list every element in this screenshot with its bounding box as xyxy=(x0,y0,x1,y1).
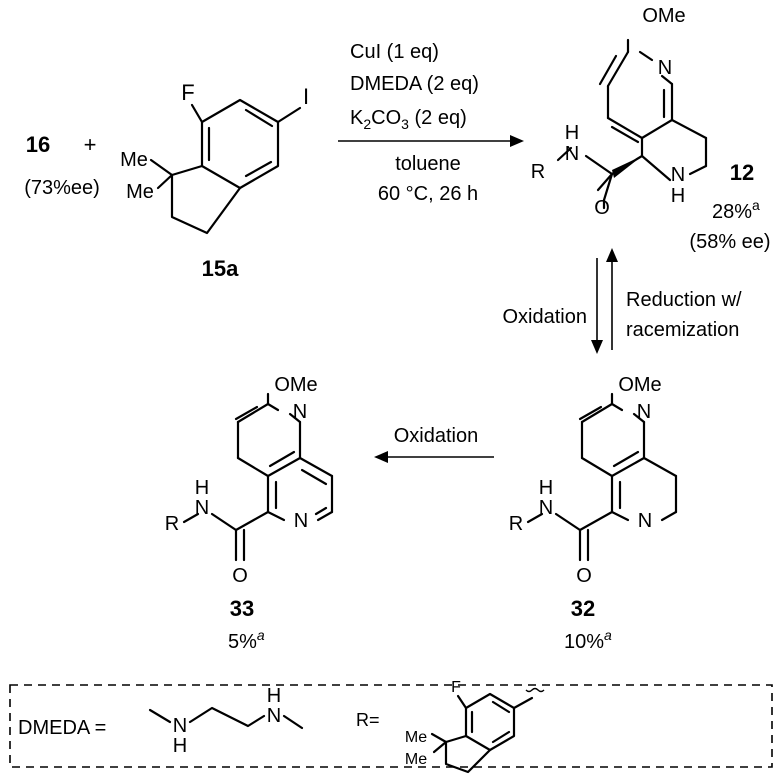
condition-cui: CuI (1 eq) xyxy=(350,41,439,63)
r-group-methyl-1: Me xyxy=(405,729,427,746)
atom-O-32: O xyxy=(576,565,592,587)
atom-H-12-ring: H xyxy=(671,185,685,207)
atom-N-33-pyridine: N xyxy=(293,401,307,423)
legend-box xyxy=(9,684,773,768)
oxidation-label-vertical: Oxidation xyxy=(503,306,588,328)
compound-32-yield: 10%a xyxy=(564,627,612,653)
compound-33-structure xyxy=(182,392,334,562)
methoxy-32: OMe xyxy=(618,374,661,396)
dmeda-atom-H-1: H xyxy=(173,735,187,757)
r-group-atom-F: F xyxy=(451,679,461,696)
dmeda-atom-H-2: H xyxy=(267,685,281,707)
compound-12-yield: 28%a xyxy=(712,197,760,223)
atom-H-33-amide: H xyxy=(195,477,209,499)
dmeda-atom-N-2: N xyxy=(267,705,281,727)
condition-base: K2CO3 (2 eq) xyxy=(350,107,467,132)
atom-N-32-pyridine: N xyxy=(637,401,651,423)
dmeda-structure xyxy=(148,706,304,730)
oxidation-arrowhead-left xyxy=(374,451,388,463)
reduction-arrowhead-up xyxy=(606,248,618,262)
atom-N-33-amide: N xyxy=(195,497,209,519)
compound-32-structure xyxy=(526,392,678,562)
atom-I-15a: I xyxy=(303,84,309,109)
atom-O-12: O xyxy=(594,197,610,219)
atom-H-12-amide: H xyxy=(565,122,579,144)
condition-temp-time: 60 °C, 26 h xyxy=(378,183,478,205)
methyl-15a-2: Me xyxy=(126,181,154,203)
compound-33-label: 33 xyxy=(230,596,254,621)
compound-32-label: 32 xyxy=(571,596,595,621)
compound-12-label: 12 xyxy=(730,160,754,185)
methoxy-33: OMe xyxy=(274,374,317,396)
plus-sign: + xyxy=(84,132,97,157)
reduction-label-line1: Reduction w/ xyxy=(626,289,742,311)
legend-r-label: R= xyxy=(356,710,380,730)
compound-12-ee: (58% ee) xyxy=(689,231,770,253)
methyl-15a-1: Me xyxy=(120,149,148,171)
atom-N-33-ring: N xyxy=(294,510,308,532)
reaction-arrowhead-forward xyxy=(510,135,524,147)
dmeda-atom-N-1: N xyxy=(173,715,187,737)
atom-R-32: R xyxy=(509,513,523,535)
methoxy-12: OMe xyxy=(642,5,685,27)
atom-N-32-ring: N xyxy=(638,510,652,532)
compound-15a-structure xyxy=(149,98,302,235)
condition-dmeda: DMEDA (2 eq) xyxy=(350,73,479,95)
atom-N-12-ring: N xyxy=(671,164,685,186)
oxidation-label-horizontal: Oxidation xyxy=(394,425,479,447)
condition-solvent: toluene xyxy=(395,153,461,175)
atom-H-32-amide: H xyxy=(539,477,553,499)
r-group-structure xyxy=(430,687,545,774)
atom-N-12-amide: N xyxy=(565,143,579,165)
compound-16-label: 16 xyxy=(26,132,50,157)
atom-N-32-amide: N xyxy=(539,497,553,519)
reduction-label-line2: racemization xyxy=(626,319,739,341)
atom-R-12: R xyxy=(531,161,545,183)
oxidation-arrowhead-down xyxy=(591,340,603,354)
atom-N-12-pyridine: N xyxy=(658,57,672,79)
atom-F-15a: F xyxy=(181,80,194,105)
atom-O-33: O xyxy=(232,565,248,587)
compound-33-yield: 5%a xyxy=(228,627,265,653)
wedge-bond-12 xyxy=(612,156,642,178)
compound-16-ee: (73%ee) xyxy=(24,177,100,199)
legend-dmeda-label: DMEDA = xyxy=(18,717,106,739)
compound-15a-label: 15a xyxy=(202,256,239,281)
r-group-methyl-2: Me xyxy=(405,751,427,768)
atom-R-33: R xyxy=(165,513,179,535)
